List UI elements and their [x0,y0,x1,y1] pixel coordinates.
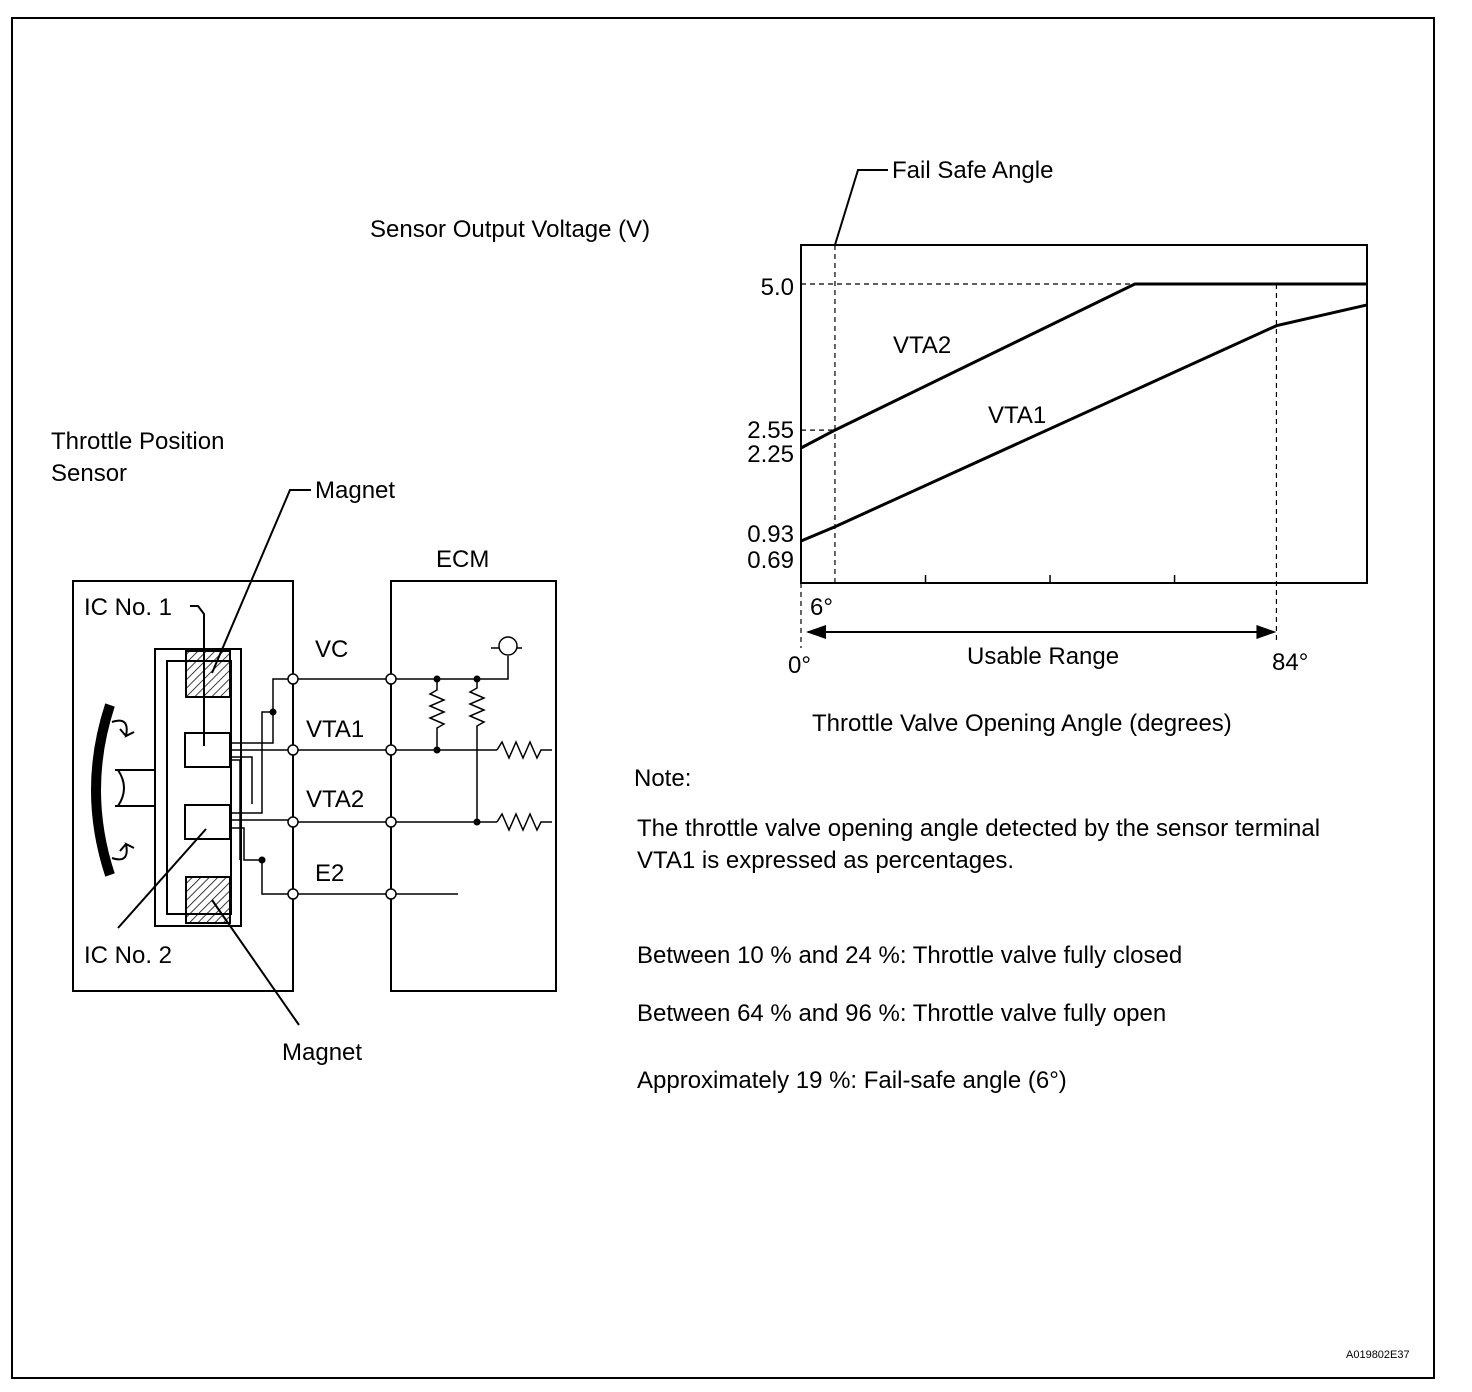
x-tick-label-fail-safe: 6° [810,594,833,621]
gridlines [800,245,1278,648]
terminal-vc-label: VC [315,636,349,663]
sensor-box [72,580,294,992]
ecm-box [390,580,557,992]
note-item-closed: Between 10 % and 24 %: Throttle valve fu… [637,942,1183,969]
harness-wires [293,678,391,895]
terminal-vta2-label: VTA2 [306,786,365,813]
voltage-graph [800,169,1368,648]
x-tick-label-zero: 0° [788,652,811,679]
series-line-vta2 [800,282,1367,450]
series-label-vta1: VTA1 [988,402,1047,429]
ic2-label: IC No. 2 [84,942,173,969]
leader-lines [117,489,311,1026]
usable-range-arrow-icon [806,625,1277,639]
plot-area [800,244,1368,584]
terminal-connectors [287,673,397,900]
fail-safe-leader [834,169,888,246]
ic1-block [184,732,231,768]
vc-supply-icon [498,636,518,656]
sensor-title: Throttle Position Sensor [51,428,224,488]
ic2-block [184,804,231,840]
ecm-internal-wiring [391,647,552,895]
sensor-title-line1: Throttle Position [51,428,225,455]
magnet-top-label: Magnet [315,477,396,504]
x-axis-label: Throttle Valve Opening Angle (degrees) [812,710,1232,737]
y-tick-label: 2.55 [747,417,794,444]
y-axis-label: Sensor Output Voltage (V) [370,216,651,243]
note-line1: The throttle valve opening angle detecte… [637,815,1321,842]
magnet-bottom-label: Magnet [282,1039,363,1066]
fail-safe-label: Fail Safe Angle [892,157,1054,184]
x-tick-marks [924,575,1176,583]
note-item-open: Between 64 % and 96 %: Throttle valve fu… [637,1000,1167,1027]
y-tick-label: 0.69 [747,547,794,574]
page-border [11,17,1435,1379]
x-tick-label-usable-end: 84° [1272,649,1309,676]
note-line2: VTA1 is expressed as percentages. [637,847,1015,874]
reference-code: A019802E37 [1346,1349,1410,1361]
ecm-label: ECM [436,546,490,573]
terminal-e2-label: E2 [315,860,345,887]
y-tick-label: 2.25 [747,441,794,468]
series-label-vta2: VTA2 [893,332,952,359]
usable-range-label: Usable Range [967,643,1120,670]
magnet-top-block [185,650,231,698]
series-line-vta1 [800,303,1368,543]
ic1-label: IC No. 1 [84,594,173,621]
rotation-arrow-icon [91,703,155,877]
y-tick-label: 5.0 [760,274,794,301]
series-lines [800,282,1368,543]
y-tick-label: 0.93 [747,521,794,548]
note-item-fail-safe: Approximately 19 %: Fail-safe angle (6°) [637,1067,1067,1094]
sensor-title-line2: Sensor [51,460,128,487]
note-heading: Note: [634,765,692,792]
sensor-internal-wiring [230,678,293,895]
terminal-vta1-label: VTA1 [306,716,365,743]
